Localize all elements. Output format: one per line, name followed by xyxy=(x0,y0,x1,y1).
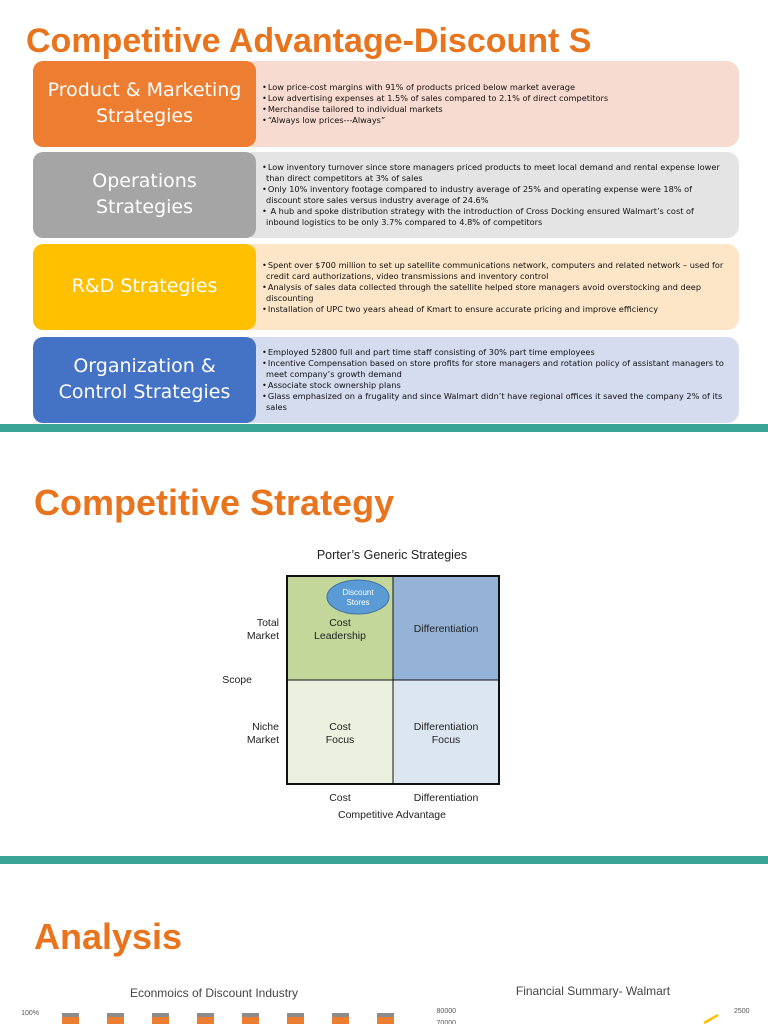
porters-generic-strategies-diagram: Porter’s Generic Strategies Discount Sto… xyxy=(222,548,500,821)
quadrant-differentiation-focus xyxy=(393,680,499,784)
cell-label-cost-focus-2: Focus xyxy=(326,734,355,746)
slide-title: Competitive Advantage-Discount S xyxy=(26,22,592,60)
left-chart-title: Econmoics of Discount Industry xyxy=(130,986,298,1000)
left-chart-bar-segment xyxy=(287,1017,304,1024)
cell-label-cost-focus-1: Cost xyxy=(329,721,351,733)
slide-title: Analysis xyxy=(34,916,183,957)
left-chart-bar-segment xyxy=(197,1017,214,1024)
quadrant-cost-focus xyxy=(287,680,393,784)
left-chart-bar-segment xyxy=(332,1017,349,1024)
strategy-details: Low inventory turnover since store manag… xyxy=(251,152,739,238)
strategy-row-operations: Operations Strategies Low inventory turn… xyxy=(33,152,739,238)
bullet: Analysis of sales data collected through… xyxy=(259,282,727,304)
discount-stores-bubble xyxy=(326,579,390,615)
cell-label-differentiation: Differentiation xyxy=(414,623,479,635)
bullet: Spent over $700 million to set up satell… xyxy=(259,260,727,282)
strategy-label: Operations Strategies xyxy=(33,152,256,238)
bullet: Incentive Compensation based on store pr… xyxy=(259,358,727,380)
left-chart-bar-segment xyxy=(242,1017,259,1024)
bullet: Low price-cost margins with 91% of produ… xyxy=(259,82,727,93)
left-chart-bar-segment xyxy=(332,1013,349,1017)
slide-divider xyxy=(0,856,768,864)
bubble-label-line-2: Stores xyxy=(346,598,369,607)
strategy-label: Product & Marketing Strategies xyxy=(33,61,256,147)
bullet: Merchandise tailored to individual marke… xyxy=(259,104,727,115)
strategy-label: R&D Strategies xyxy=(33,244,256,330)
bullet: Associate stock ownership plans xyxy=(259,380,727,391)
bullet: Low advertising expenses at 1.5% of sale… xyxy=(259,93,727,104)
strategy-details: Low price-cost margins with 91% of produ… xyxy=(251,61,739,147)
row-label-niche-2: Market xyxy=(247,734,279,746)
bullet: Only 10% inventory footage compared to i… xyxy=(259,184,727,206)
bubble-label-line-1: Discount xyxy=(342,588,374,597)
bullet: Glass emphasized on a frugality and sinc… xyxy=(259,391,727,413)
left-chart-bar-segment xyxy=(377,1013,394,1017)
bullet: Installation of UPC two years ahead of K… xyxy=(259,304,727,315)
left-chart-bar-segment xyxy=(62,1017,79,1024)
analysis-charts-preview: Econmoics of Discount Industry 100% Fina… xyxy=(21,984,750,1024)
left-chart-bar-segment xyxy=(287,1013,304,1017)
slide-divider xyxy=(0,424,768,432)
right-chart-y-tick: 70000 xyxy=(437,1020,457,1024)
left-chart-bar-segment xyxy=(152,1017,169,1024)
left-chart-bar-segment xyxy=(197,1013,214,1017)
right-chart-y2-tick: 2500 xyxy=(734,1008,750,1015)
col-label-differentiation: Differentiation xyxy=(414,792,479,804)
left-chart-bar-segment xyxy=(242,1013,259,1017)
row-label-total-2: Market xyxy=(247,630,279,642)
strategy-row-product-marketing: Product & Marketing Strategies Low price… xyxy=(33,61,739,147)
cell-label-cost-leadership-1: Cost xyxy=(329,617,351,629)
right-chart-line-series xyxy=(703,1013,719,1024)
left-chart-bar-segment xyxy=(107,1017,124,1024)
quadrant-differentiation xyxy=(393,576,499,680)
cell-label-differentiation-focus-2: Focus xyxy=(432,734,461,746)
left-chart-bar-segment xyxy=(152,1013,169,1017)
row-label-total-1: Total xyxy=(257,617,279,629)
bullet: A hub and spoke distribution strategy wi… xyxy=(259,206,727,228)
right-chart-title: Financial Summary- Walmart xyxy=(516,984,671,998)
diagram-title: Porter’s Generic Strategies xyxy=(317,548,467,562)
strategy-details: Employed 52800 full and part time staff … xyxy=(251,337,739,423)
slide-competitive-strategy: Competitive Strategy Porter’s Generic St… xyxy=(0,432,768,856)
strategy-row-rnd: R&D Strategies Spent over $700 million t… xyxy=(33,244,739,330)
strategy-row-organization-control: Organization & Control Strategies Employ… xyxy=(33,337,739,423)
strategy-details: Spent over $700 million to set up satell… xyxy=(251,244,739,330)
cell-label-cost-leadership-2: Leadership xyxy=(314,630,366,642)
left-chart-bar-segment xyxy=(62,1013,79,1017)
left-chart-bar-segment xyxy=(377,1017,394,1024)
cell-label-differentiation-focus-1: Differentiation xyxy=(414,721,479,733)
left-chart-bar-segment xyxy=(107,1013,124,1017)
left-chart-y-tick: 100% xyxy=(21,1010,39,1017)
right-chart-y-tick: 80000 xyxy=(437,1008,457,1015)
bullet: “Always low prices---Always” xyxy=(259,115,727,126)
slide-title: Competitive Strategy xyxy=(34,482,395,523)
slide-competitive-advantage: Competitive Advantage-Discount S Product… xyxy=(0,0,768,424)
row-label-niche-1: Niche xyxy=(252,721,279,733)
bullet: Employed 52800 full and part time staff … xyxy=(259,347,727,358)
strategy-label: Organization & Control Strategies xyxy=(33,337,256,423)
bullet: Low inventory turnover since store manag… xyxy=(259,162,727,184)
col-label-cost: Cost xyxy=(329,792,351,804)
left-chart-bars xyxy=(62,1013,394,1024)
scope-label: Scope xyxy=(222,674,252,686)
slide-analysis: Analysis Econmoics of Discount Industry … xyxy=(0,864,768,1024)
axis-label-competitive-advantage: Competitive Advantage xyxy=(338,809,446,821)
